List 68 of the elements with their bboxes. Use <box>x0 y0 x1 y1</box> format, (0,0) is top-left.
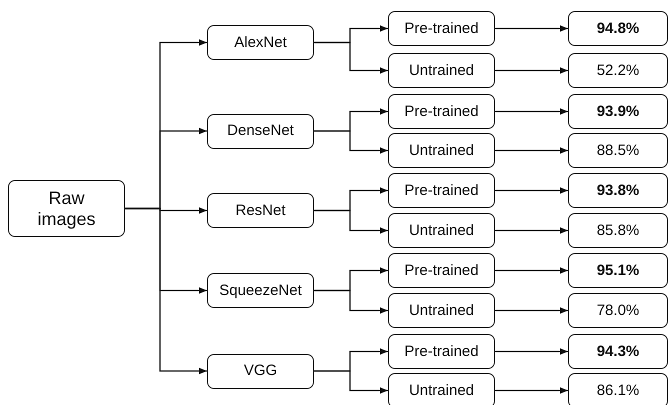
node-label: 94.3% <box>596 342 640 360</box>
condition-box <box>388 133 495 168</box>
node-label: 85.8% <box>596 222 640 240</box>
node-label: VGG <box>244 362 278 380</box>
arrow <box>495 348 568 355</box>
arrow <box>495 67 568 74</box>
node-label: Untrained <box>408 62 474 80</box>
condition-box <box>388 11 495 46</box>
result-box <box>568 253 668 288</box>
node-label: 88.5% <box>596 142 640 160</box>
arrow <box>314 370 388 394</box>
arrow <box>495 25 568 32</box>
node-label: Untrained <box>408 382 474 400</box>
condition-box <box>388 213 495 248</box>
result-box <box>568 133 668 168</box>
condition-box <box>388 334 495 369</box>
condition-box <box>388 173 495 208</box>
arrow <box>495 147 568 154</box>
node-label: Pre-trained <box>404 262 479 280</box>
result-box <box>568 53 668 88</box>
model-box <box>207 354 314 388</box>
node-label: 52.2% <box>596 62 640 80</box>
model-box <box>207 273 314 308</box>
arrow <box>495 307 568 314</box>
condition-box <box>388 53 495 88</box>
node-label: Raw images <box>36 188 97 230</box>
result-box <box>568 334 668 369</box>
condition-box <box>388 253 495 288</box>
result-box <box>568 94 668 129</box>
node-label: DenseNet <box>227 122 294 140</box>
node-label: Pre-trained <box>404 102 479 120</box>
node-label: 78.0% <box>596 302 640 320</box>
node-label: 93.8% <box>596 182 640 200</box>
node-label: 94.8% <box>596 20 640 38</box>
result-box <box>568 373 668 405</box>
node-label: Untrained <box>408 222 474 240</box>
node-label: SqueezeNet <box>219 282 302 300</box>
model-box <box>207 25 314 60</box>
arrow <box>495 267 568 274</box>
node-label: AlexNet <box>234 34 287 52</box>
condition-box <box>388 94 495 129</box>
node-label: 86.1% <box>596 382 640 400</box>
node-label: Pre-trained <box>404 20 479 38</box>
condition-box <box>388 373 495 405</box>
input-box <box>8 180 125 237</box>
arrow <box>495 108 568 115</box>
arrow <box>314 210 388 234</box>
arrow <box>314 42 388 74</box>
result-box <box>568 213 668 248</box>
node-label: Untrained <box>408 302 474 320</box>
result-box <box>568 173 668 208</box>
arrow <box>314 130 388 154</box>
result-box <box>568 11 668 46</box>
condition-box <box>388 293 495 328</box>
arrow <box>495 187 568 194</box>
node-label: 95.1% <box>596 262 640 280</box>
node-label: 93.9% <box>596 102 640 120</box>
model-box <box>207 193 314 228</box>
node-label: ResNet <box>235 202 286 220</box>
node-label: Pre-trained <box>404 182 479 200</box>
node-label: Untrained <box>408 142 474 160</box>
model-box <box>207 114 314 148</box>
result-box <box>568 293 668 328</box>
arrow <box>125 208 207 374</box>
arrow <box>495 387 568 394</box>
arrow <box>495 227 568 234</box>
node-label: Pre-trained <box>404 342 479 360</box>
arrow <box>314 290 388 314</box>
